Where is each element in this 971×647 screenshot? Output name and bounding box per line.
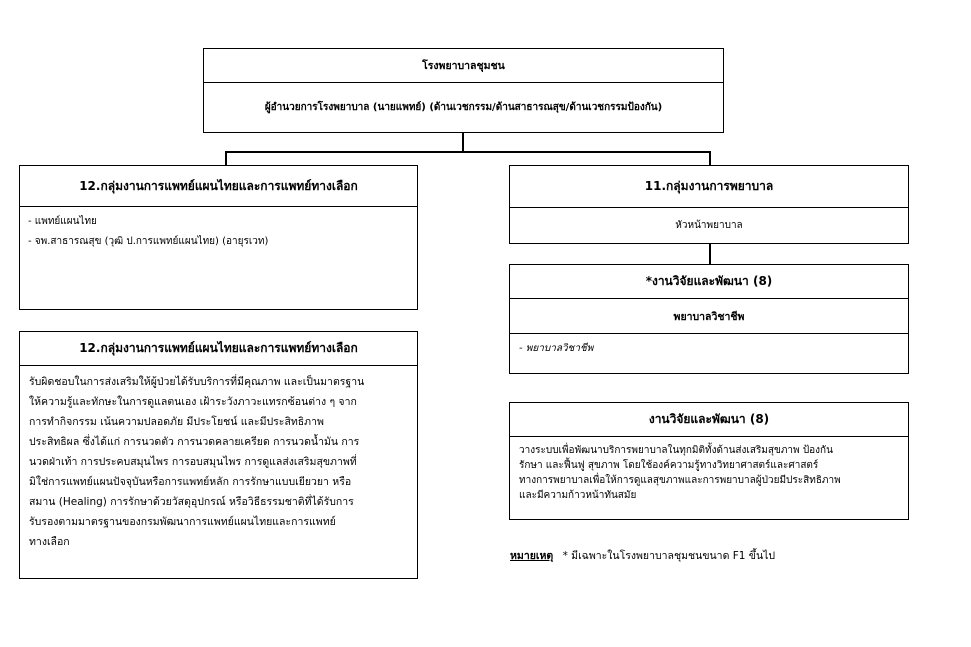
staff-item: - แพทย์แผนไทย — [28, 216, 97, 227]
nursing-head: หัวหน้าพยาบาล — [675, 220, 743, 231]
research-duty-line: ทางการพยาบาลเพื่อให้การดูแลสุขภาพและการพ… — [519, 475, 841, 486]
duty-line: มิใช่การแพทย์แผนปัจจุบันหรือการแพทย์หลัก… — [29, 476, 352, 488]
staff-item: - จพ.สาธารณสุข (วุฒิ ป.การแพทย์แผนไทย) (… — [28, 236, 269, 247]
duty-line: การทำกิจกรรม เน้นความปลอดภัย มีประโยชน์ … — [29, 416, 324, 428]
hospital-name: โรงพยาบาลชุมชน — [204, 49, 723, 83]
duty-line: ให้ความรู้และทักษะในการดูแลตนเอง เฝ้าระว… — [29, 396, 357, 408]
remark-label: หมายเหตุ — [510, 550, 554, 562]
thai-medicine-duties-box: 12.กลุ่มงานการแพทย์แผนไทยและการแพทย์ทางเ… — [19, 331, 418, 579]
connector-right-down — [709, 151, 711, 166]
connector-director-down — [462, 132, 464, 152]
nursing-group-box: 11.กลุ่มงานการพยาบาล หัวหน้าพยาบาล — [509, 165, 909, 244]
nursing-group-title: 11.กลุ่มงานการพยาบาล — [510, 166, 908, 208]
research-unit-staff: - พยาบาลวิชาชีพ — [519, 343, 594, 354]
connector-nursing-research — [709, 243, 711, 265]
remark: หมายเหตุ * มีเฉพาะในโรงพยาบาลชุมชนขนาด F… — [510, 547, 775, 564]
duty-line: ทางเลือก — [29, 536, 70, 548]
remark-text: * มีเฉพาะในโรงพยาบาลชุมชนขนาด F1 ขึ้นไป — [562, 550, 776, 562]
connector-left-down — [225, 151, 227, 166]
thai-medicine-duties-title: 12.กลุ่มงานการแพทย์แผนไทยและการแพทย์ทางเ… — [20, 332, 417, 366]
thai-medicine-duties-text: รับผิดชอบในการส่งเสริมให้ผู้ป่วยได้รับบร… — [20, 366, 417, 558]
duty-line: นวดฝ่าเท้า การประคบสมุนไพร การอบสมุนไพร … — [29, 456, 357, 468]
research-duty-line: และมีความก้าวหน้าทันสมัย — [519, 490, 637, 501]
research-duties-title: งานวิจัยและพัฒนา (8) — [510, 403, 908, 437]
thai-medicine-title: 12.กลุ่มงานการแพทย์แผนไทยและการแพทย์ทางเ… — [20, 166, 417, 207]
director-title: ผู้อำนวยการโรงพยาบาล (นายแพทย์) (ด้านเวช… — [264, 102, 663, 113]
research-unit-box: *งานวิจัยและพัฒนา (8) พยาบาลวิชาชีพ - พย… — [509, 264, 909, 374]
research-unit-position: พยาบาลวิชาชีพ — [510, 299, 908, 334]
thai-medicine-staff-list: - แพทย์แผนไทย - จพ.สาธารณสุข (วุฒิ ป.การ… — [20, 207, 417, 257]
director-box: โรงพยาบาลชุมชน ผู้อำนวยการโรงพยาบาล (นาย… — [203, 48, 724, 133]
thai-medicine-staff-box: 12.กลุ่มงานการแพทย์แผนไทยและการแพทย์ทางเ… — [19, 165, 418, 310]
connector-horizontal — [225, 151, 710, 153]
research-duty-line: วางระบบเพื่อพัฒนาบริการพยาบาลในทุกมิติทั… — [519, 445, 833, 456]
duty-line: รับรองตามมาตรฐานของกรมพัฒนาการแพทย์แผนไท… — [29, 516, 336, 528]
research-duties-box: งานวิจัยและพัฒนา (8) วางระบบเพื่อพัฒนาบร… — [509, 402, 909, 520]
duty-line: สมาน (Healing) การรักษาด้วยวัสดุอุปกรณ์ … — [29, 496, 354, 508]
duty-line: ประสิทธิผล ซึ่งได้แก่ การนวดตัว การนวดคล… — [29, 436, 360, 448]
research-duty-line: รักษา และฟื้นฟู สุขภาพ โดยใช้องค์ความรู้… — [519, 460, 819, 471]
duty-line: รับผิดชอบในการส่งเสริมให้ผู้ป่วยได้รับบร… — [29, 376, 365, 388]
research-unit-title: *งานวิจัยและพัฒนา (8) — [510, 265, 908, 299]
research-duties-text: วางระบบเพื่อพัฒนาบริการพยาบาลในทุกมิติทั… — [510, 437, 908, 509]
